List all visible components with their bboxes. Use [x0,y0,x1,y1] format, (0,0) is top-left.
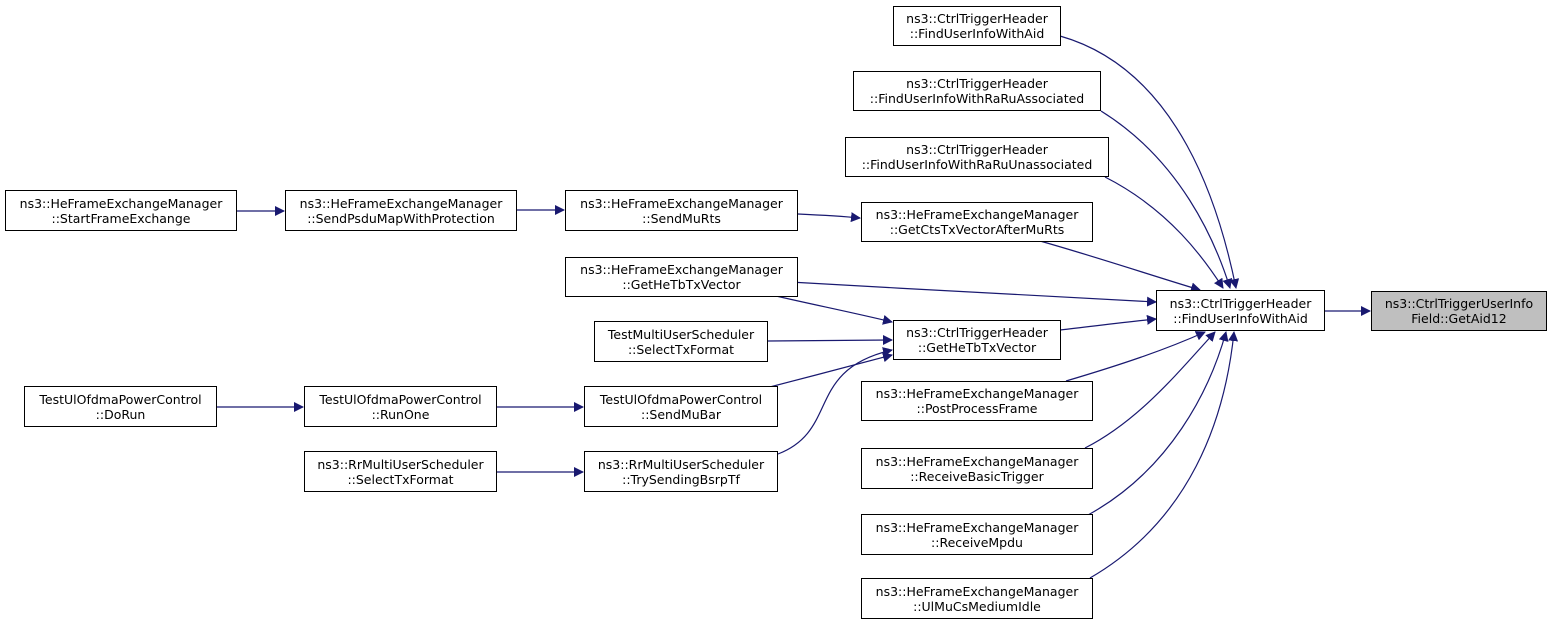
node-start-fe-line2: ::StartFrameExchange [51,210,191,226]
node-find-user-info-with-aid-caller-line1: ns3::CtrlTriggerHeader [906,11,1048,26]
node-send-mu-bar[interactable]: TestUlOfdmaPowerControl ::SendMuBar [584,386,778,427]
node-receive-mpdu[interactable]: ns3::HeFrameExchangeManager ::ReceiveMpd… [861,514,1093,555]
node-receive-basic-trigger[interactable]: ns3::HeFrameExchangeManager ::ReceiveBas… [861,448,1093,489]
node-run-one-line1: TestUlOfdmaPowerControl [319,391,482,407]
node-get-cts-tx-vector-after-murts[interactable]: ns3::HeFrameExchangeManager ::GetCtsTxVe… [861,202,1093,242]
node-getaid12-line1: ns3::CtrlTriggerUserInfo [1384,296,1534,311]
node-recv-mpdu-line2: ::ReceiveMpdu [931,534,1023,550]
node-do-run-line2: ::DoRun [95,406,146,422]
edge-find-ra-unassoc-to-find-aid [1104,176,1224,289]
node-hfem-get-hetb-tx-vector[interactable]: ns3::HeFrameExchangeManager ::GetHeTbTxV… [565,257,798,297]
node-rr-select-tx-format[interactable]: ns3::RrMultiUserScheduler ::SelectTxForm… [304,451,497,492]
node-rr-select-line1: ns3::RrMultiUserScheduler [317,456,484,472]
edge-recv-basic-to-find-aid [1084,331,1216,449]
node-getaid12[interactable]: ns3::CtrlTriggerUserInfo Field::GetAid12 [1371,291,1547,331]
node-find-user-info-with-raru-associated[interactable]: ns3::CtrlTriggerHeader ::FindUserInfoWit… [853,71,1101,111]
node-do-run-line1: TestUlOfdmaPowerControl [39,391,202,407]
node-test-multi-user-scheduler-select-tx-format[interactable]: TestMultiUserScheduler ::SelectTxFormat [594,321,768,362]
edge-post-process-to-find-aid [1065,331,1206,382]
edge-try-bsrp-to-cth-get-hetb [777,347,893,455]
node-find-user-info-with-aid-caller-line2: ::FindUserInfoWithAid [909,26,1045,41]
node-send-mubar-line2: ::SendMuBar [641,406,721,422]
node-find-user-info-with-aid[interactable]: ns3::CtrlTriggerHeader ::FindUserInfoWit… [1156,290,1325,331]
node-send-psdu-line2: ::SendPsduMapWithProtection [307,210,495,226]
edge-tmus-select-to-cth-get-hetb [767,335,893,346]
node-start-frame-exchange[interactable]: ns3::HeFrameExchangeManager ::StartFrame… [5,190,237,231]
node-find-ra-unassoc-line1: ns3::CtrlTriggerHeader [906,142,1048,157]
node-try-sending-bsrp-tf[interactable]: ns3::RrMultiUserScheduler ::TrySendingBs… [584,451,778,492]
node-cth-get-hetb-line2: ::GetHeTbTxVector [917,340,1037,355]
node-find-user-info-with-raru-unassociated[interactable]: ns3::CtrlTriggerHeader ::FindUserInfoWit… [845,137,1109,177]
node-ul-mu-cs-medium-idle[interactable]: ns3::HeFrameExchangeManager ::UlMuCsMedi… [861,578,1093,619]
edge-recv-mpdu-to-find-aid [1087,331,1229,516]
edge-hfem-get-hetb-to-find-aid [771,280,1157,307]
node-find-user-info-with-aid-line1: ns3::CtrlTriggerHeader [1169,295,1312,311]
edge-cth-get-hetb-to-find-aid [1059,314,1157,331]
node-hfem-get-hetb-line2: ::GetHeTbTxVector [622,277,741,292]
node-run-one-line2: ::RunOne [371,406,430,422]
node-recv-basic-line1: ns3::HeFrameExchangeManager [875,453,1079,469]
node-do-run[interactable]: TestUlOfdmaPowerControl ::DoRun [24,386,217,427]
node-find-ra-assoc-line1: ns3::CtrlTriggerHeader [906,76,1048,91]
node-get-cts-line1: ns3::HeFrameExchangeManager [875,207,1079,222]
node-getaid12-line2: Field::GetAid12 [1411,311,1507,326]
node-send-psdu-map-with-protection[interactable]: ns3::HeFrameExchangeManager ::SendPsduMa… [285,190,517,231]
node-find-user-info-with-aid-line2: ::FindUserInfoWithAid [1173,310,1308,326]
edge-get-cts-to-find-aid [1039,240,1201,293]
node-rr-select-line2: ::SelectTxFormat [347,471,454,487]
edge-hfem-get-hetb-to-cth-get-hetb [775,295,893,325]
node-tmus-select-line2: ::SelectTxFormat [627,341,735,357]
edge-find-ra-assoc-to-find-aid [1100,110,1233,289]
edge-ul-mucs-to-find-aid [1089,331,1239,579]
node-ul-mucs-line2: ::UlMuCsMediumIdle [913,598,1041,614]
node-cth-get-hetb-tx-vector[interactable]: ns3::CtrlTriggerHeader ::GetHeTbTxVector [893,320,1061,360]
node-try-bsrp-line1: ns3::RrMultiUserScheduler [597,456,765,472]
node-post-process-line1: ns3::HeFrameExchangeManager [875,386,1079,401]
node-post-process-line2: ::PostProcessFrame [916,401,1038,416]
node-try-bsrp-line2: ::TrySendingBsrpTf [622,471,740,487]
node-find-ra-unassoc-line2: ::FindUserInfoWithRaRuUnassociated [861,157,1093,172]
node-post-process-frame[interactable]: ns3::HeFrameExchangeManager ::PostProces… [861,381,1093,421]
node-find-user-info-with-aid-caller[interactable]: ns3::CtrlTriggerHeader ::FindUserInfoWit… [893,6,1061,46]
node-send-mu-rts[interactable]: ns3::HeFrameExchangeManager ::SendMuRts [565,190,798,231]
node-send-psdu-line1: ns3::HeFrameExchangeManager [299,195,503,211]
node-recv-mpdu-line1: ns3::HeFrameExchangeManager [875,519,1079,535]
edge-send-mubar-to-cth-get-hetb [761,352,893,390]
node-send-mubar-line1: TestUlOfdmaPowerControl [599,391,763,407]
node-recv-basic-line2: ::ReceiveBasicTrigger [910,468,1044,484]
node-tmus-select-line1: TestMultiUserScheduler [607,326,755,342]
node-cth-get-hetb-line1: ns3::CtrlTriggerHeader [906,325,1048,340]
edge-find-aid-dup-to-find-aid [1059,35,1240,289]
node-run-one[interactable]: TestUlOfdmaPowerControl ::RunOne [304,386,497,427]
node-hfem-get-hetb-line1: ns3::HeFrameExchangeManager [580,262,783,277]
node-send-murts-line2: ::SendMuRts [642,210,721,226]
node-start-fe-line1: ns3::HeFrameExchangeManager [19,195,223,211]
node-ul-mucs-line1: ns3::HeFrameExchangeManager [875,583,1079,599]
node-get-cts-line2: ::GetCtsTxVectorAfterMuRts [889,222,1065,237]
edge-send-murts-to-get-cts [797,212,861,223]
node-find-ra-assoc-line2: ::FindUserInfoWithRaRuAssociated [869,91,1085,106]
node-send-murts-line1: ns3::HeFrameExchangeManager [580,195,783,211]
